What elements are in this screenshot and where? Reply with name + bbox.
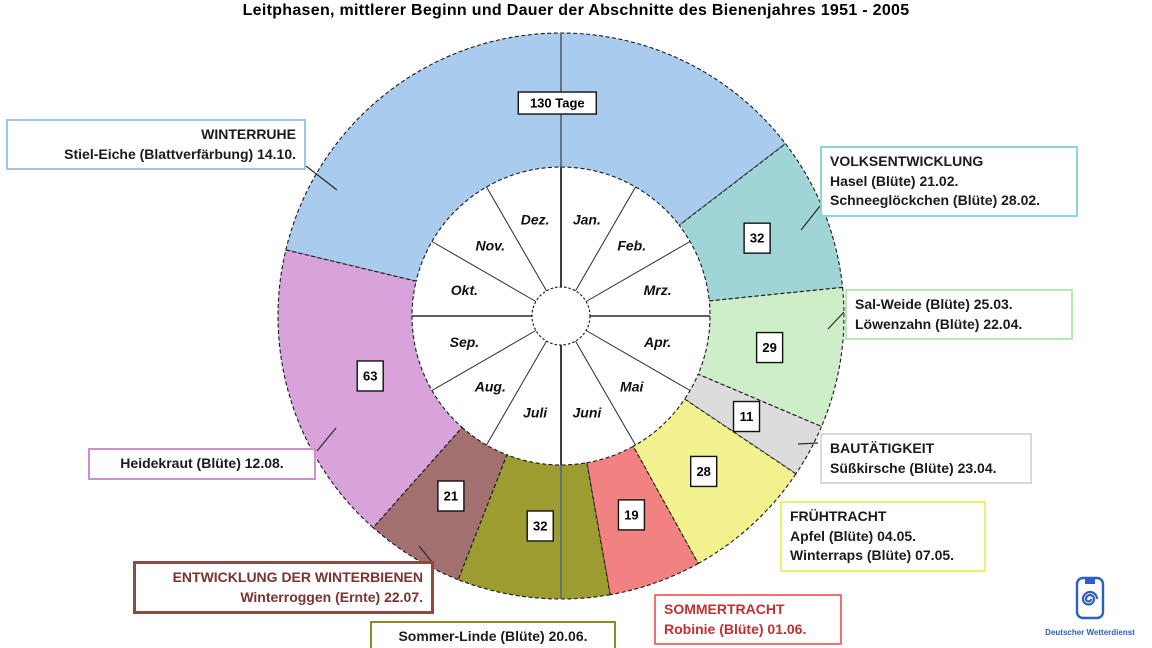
- callout-indicator: Löwenzahn (Blüte) 22.04.: [855, 315, 1023, 332]
- callout-leader-line: [800, 205, 821, 231]
- duration-label-salweide: 29: [762, 340, 776, 355]
- month-divider: [575, 186, 636, 292]
- month-label-feb: Feb.: [617, 237, 646, 253]
- duration-box-volksentwicklung: [743, 222, 771, 254]
- dwd-spiral-path: [1081, 590, 1099, 606]
- dwd-caption: Deutscher Wetterdienst: [1045, 628, 1135, 637]
- callout-heidekraut: Heidekraut (Blüte) 12.08.: [88, 448, 316, 480]
- segment-volksentwicklung: [678, 142, 844, 302]
- callout-leader-line: [305, 165, 338, 191]
- month-label-juli: Juli: [523, 405, 548, 421]
- callout-sommerlinde: Sommer-Linde (Blüte) 20.06.: [370, 621, 616, 648]
- dwd-spiral-icon: [1075, 576, 1105, 620]
- duration-box-sommertracht: [617, 499, 646, 531]
- month-label-juni: Juni: [572, 405, 602, 421]
- month-divider: [585, 330, 691, 391]
- month-divider: [431, 241, 537, 302]
- month-label-mai: Mai: [620, 379, 644, 395]
- callout-leader-line: [797, 442, 819, 445]
- month-label-mrz: Mrz.: [644, 282, 672, 298]
- month-label-aug: Aug.: [474, 379, 506, 395]
- dwd-logo: Deutscher Wetterdienst: [1028, 576, 1152, 637]
- month-divider: [575, 340, 636, 446]
- duration-label-winterbienen: 21: [444, 489, 458, 504]
- callout-fruehtracht: FRÜHTRACHT Apfel (Blüte) 04.05. Winterra…: [780, 501, 986, 572]
- duration-label-sommertracht: 19: [624, 507, 638, 522]
- segment-winterruhe: [285, 32, 787, 282]
- callout-phase-title: ENTWICKLUNG DER WINTERBIENEN: [172, 569, 423, 585]
- callout-indicator: Stiel-Eiche (Blattverfärbung) 14.10.: [64, 145, 296, 162]
- callout-phase-title: BAUTÄTIGKEIT: [830, 440, 935, 456]
- callout-indicator: Süßkirsche (Blüte) 23.04.: [830, 459, 997, 476]
- month-divider: [431, 330, 537, 391]
- month-label-jan: Jan.: [573, 211, 601, 227]
- callout-sommertracht: SOMMERTRACHT Robinie (Blüte) 01.06.: [654, 594, 842, 645]
- callout-bautaetigkeit: BAUTÄTIGKEIT Süßkirsche (Blüte) 23.04.: [820, 433, 1032, 484]
- duration-label-heidekraut: 63: [363, 368, 377, 383]
- duration-label-winterruhe: 130 Tage: [530, 96, 585, 111]
- month-label-okt: Okt.: [451, 282, 478, 298]
- callout-winterbienen: ENTWICKLUNG DER WINTERBIENEN Winterrogge…: [133, 561, 434, 614]
- callout-indicator: Robinie (Blüte) 01.06.: [664, 620, 807, 637]
- dwd-logo-tab: [1085, 578, 1095, 584]
- month-divider: [486, 186, 547, 292]
- month-label-apr: Apr.: [643, 334, 671, 350]
- duration-box-fruehtracht: [689, 455, 718, 488]
- duration-box-winterruhe: [517, 91, 597, 115]
- page-title: Leitphasen, mittlerer Beginn und Dauer d…: [242, 2, 910, 19]
- callout-phase-title: WINTERRUHE: [201, 126, 296, 142]
- callout-winterruhe: WINTERRUHE Stiel-Eiche (Blattverfärbung)…: [6, 119, 306, 170]
- duration-box-sommerlinde: [526, 510, 554, 542]
- callout-indicator: Schneeglöckchen (Blüte) 28.02.: [830, 192, 1041, 208]
- callout-salweide: Sal-Weide (Blüte) 25.03. Löwenzahn (Blüt…: [845, 289, 1073, 340]
- month-label-nov: Nov.: [476, 237, 506, 253]
- callout-leader-line: [316, 427, 337, 452]
- callout-indicator: Heidekraut (Blüte) 12.08.: [120, 455, 284, 471]
- month-label-dez: Dez.: [521, 211, 550, 227]
- callout-leader-line: [418, 545, 433, 563]
- duration-label-bautaetigkeit: 11: [740, 409, 754, 424]
- callout-volksentwicklung: VOLKSENTWICKLUNG Hasel (Blüte) 21.02. Sc…: [820, 146, 1078, 217]
- callout-leader-line: [827, 311, 845, 330]
- center-hub: [531, 286, 591, 346]
- duration-box-salweide: [755, 331, 784, 364]
- callout-phase-title: SOMMERTRACHT: [664, 601, 785, 617]
- duration-label-sommerlinde: 32: [533, 518, 547, 533]
- callout-indicator: Winterraps (Blüte) 07.05.: [790, 547, 955, 563]
- duration-label-fruehtracht: 28: [696, 464, 710, 479]
- callout-indicator: Sommer-Linde (Blüte) 20.06.: [398, 628, 588, 644]
- duration-box-heidekraut: [356, 360, 384, 392]
- month-divider: [486, 340, 547, 446]
- month-divider: [585, 241, 691, 302]
- callout-indicator: Winterroggen (Ernte) 22.07.: [240, 588, 423, 605]
- callout-indicator: Apfel (Blüte) 04.05.: [790, 527, 917, 544]
- duration-label-volksentwicklung: 32: [750, 231, 764, 246]
- callout-phase-title: VOLKSENTWICKLUNG: [830, 153, 984, 169]
- callout-indicator: Hasel (Blüte) 21.02.: [830, 172, 959, 189]
- callout-indicator: Sal-Weide (Blüte) 25.03.: [855, 296, 1013, 312]
- duration-box-winterbienen: [437, 480, 465, 512]
- callout-phase-title: FRÜHTRACHT: [790, 508, 887, 524]
- month-label-sep: Sep.: [450, 334, 480, 350]
- duration-box-bautaetigkeit: [732, 400, 761, 433]
